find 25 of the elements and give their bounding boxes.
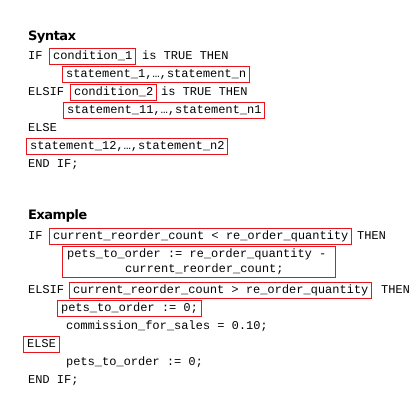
code-text: is TRUE THEN (142, 49, 228, 64)
code-highlight-box: pets_to_order := re_order_quantity - current_reorder_count; (62, 246, 336, 278)
code-text: END IF; (28, 373, 78, 388)
code-highlight-box: current_reorder_count < re_order_quantity (49, 228, 352, 245)
code-highlight-box: pets_to_order := 0; (57, 300, 202, 317)
code-text: ELSIF (28, 283, 64, 298)
code-text: is TRUE THEN (161, 85, 248, 100)
code-highlight-box: condition_1 (49, 48, 136, 65)
code-highlight-box: current_reorder_count > re_order_quantity (69, 282, 372, 299)
code-highlight-box: statement_12,…,statement_n2 (26, 138, 228, 155)
code-text: commission_for_sales = 0.10; (66, 319, 268, 334)
section-heading: Syntax (28, 29, 76, 45)
code-text: END IF; (28, 157, 78, 172)
code-text: ELSIF (28, 85, 64, 100)
code-text: IF (28, 229, 42, 244)
code-text: THEN (381, 283, 410, 298)
code-text: THEN (357, 229, 386, 244)
code-text: pets_to_order := 0; (66, 355, 203, 370)
code-text: IF (28, 49, 42, 64)
code-highlight-box: statement_11,…,statement_n1 (63, 102, 266, 119)
code-highlight-box: condition_2 (70, 84, 158, 101)
code-highlight-box: statement_1,…,statement_n (62, 66, 250, 83)
code-text: ELSE (28, 121, 57, 136)
section-heading: Example (28, 208, 87, 224)
code-highlight-box: ELSE (23, 336, 60, 353)
